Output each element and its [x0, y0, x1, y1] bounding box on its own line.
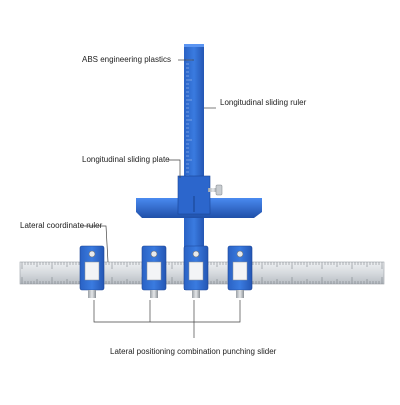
longitudinal-sliding-plate: [136, 175, 262, 218]
leader-lateral: [80, 225, 109, 263]
leader-lines: [80, 59, 241, 338]
leader-slider-bracket: [93, 300, 241, 323]
label-longitudinal-sliding-plate: Longitudinal sliding plate: [82, 155, 170, 164]
label-abs-engineering-plastics: ABS engineering plastics: [82, 55, 171, 64]
slider-left: [79, 245, 105, 298]
slider-right: [227, 245, 253, 298]
label-punching-slider: Lateral positioning combination punching…: [110, 347, 277, 356]
label-lateral-coordinate-ruler: Lateral coordinate ruler: [20, 221, 103, 230]
punching-sliders: [79, 245, 253, 298]
leader-plate: [168, 159, 181, 178]
slider-center: [183, 245, 209, 298]
label-longitudinal-sliding-ruler: Longitudinal sliding ruler: [220, 98, 307, 107]
slider-center-left: [141, 245, 167, 298]
